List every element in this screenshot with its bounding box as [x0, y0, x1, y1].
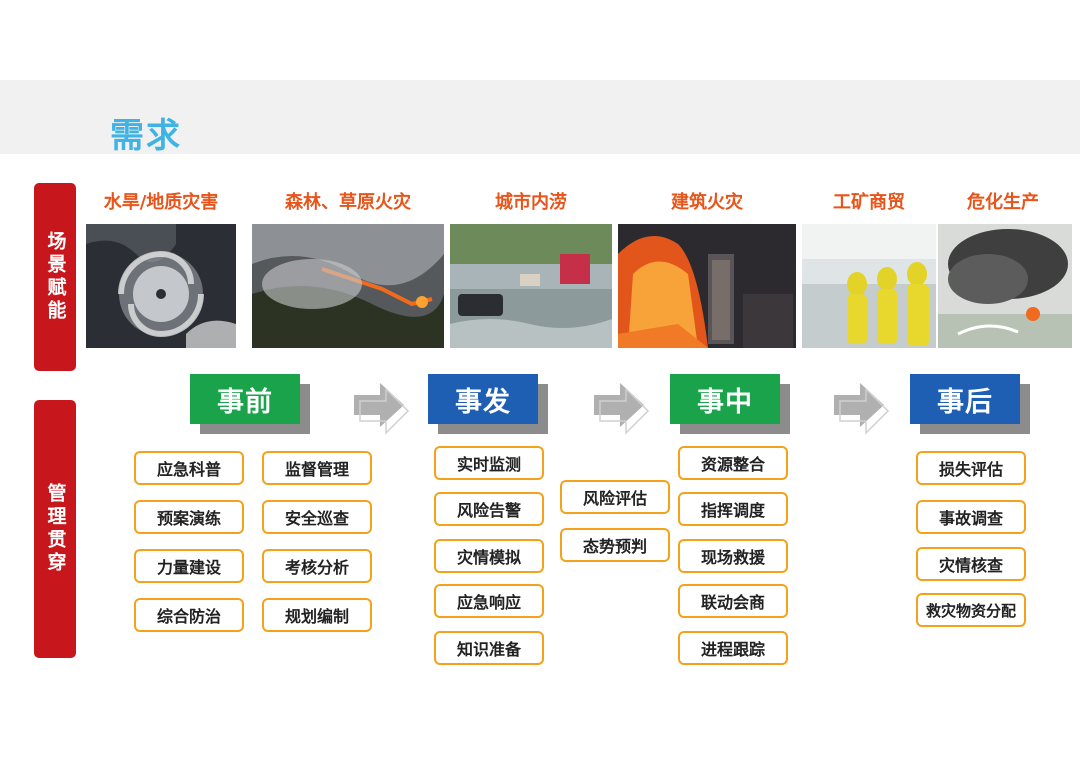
scenario-title-urban-flood: 城市内涝 — [450, 188, 612, 214]
assess-item-risk-evaluation: 风险评估 — [560, 480, 670, 514]
scenario-title-forest-fire: 森林、草原火灾 — [252, 188, 444, 214]
after-item-accident-investigation: 事故调查 — [916, 500, 1026, 534]
scenario-title-industry: 工矿商贸 — [802, 188, 936, 214]
arrow-right-icon — [346, 373, 410, 437]
phase-during: 事中 — [670, 374, 780, 424]
occur-item-risk-alert: 风险告警 — [434, 492, 544, 526]
before-item-comprehensive-prevention: 综合防治 — [134, 598, 244, 632]
phase-before: 事前 — [190, 374, 300, 424]
after-item-loss-assessment: 损失评估 — [916, 451, 1026, 485]
assess-item-situation-forecast: 态势预判 — [560, 528, 670, 562]
during-item-joint-consultation: 联动会商 — [678, 584, 788, 618]
scenario-title-building-fire: 建筑火灾 — [618, 188, 796, 214]
occur-item-emergency-response: 应急响应 — [434, 584, 544, 618]
occur-item-disaster-simulation: 灾情模拟 — [434, 539, 544, 573]
before-item-safety-patrol: 安全巡查 — [262, 500, 372, 534]
chemical-fire-image — [938, 224, 1072, 348]
after-item-disaster-verification: 灾情核查 — [916, 547, 1026, 581]
page-title: 需求 — [110, 108, 182, 157]
before-item-supervision: 监督管理 — [262, 451, 372, 485]
hazmat-workers-image — [802, 224, 936, 348]
arrow-right-icon — [586, 373, 650, 437]
urban-flood-image — [450, 224, 612, 348]
phase-occur: 事发 — [428, 374, 538, 424]
before-item-science-popularization: 应急科普 — [134, 451, 244, 485]
scenario-title-hazchem: 危化生产 — [938, 188, 1068, 214]
building-fire-image — [618, 224, 796, 348]
after-item-relief-distribution: 救灾物资分配 — [916, 593, 1026, 627]
during-item-resource-integration: 资源整合 — [678, 446, 788, 480]
during-item-progress-tracking: 进程跟踪 — [678, 631, 788, 665]
side-label-management: 管理贯穿 — [34, 400, 76, 658]
occur-item-knowledge-prep: 知识准备 — [434, 631, 544, 665]
during-item-command-dispatch: 指挥调度 — [678, 492, 788, 526]
side-label-scene: 场景赋能 — [34, 183, 76, 371]
before-item-force-building: 力量建设 — [134, 549, 244, 583]
during-item-on-site-rescue: 现场救援 — [678, 539, 788, 573]
before-item-plan-drill: 预案演练 — [134, 500, 244, 534]
before-item-planning: 规划编制 — [262, 598, 372, 632]
scenario-title-water-geo: 水旱/地质灾害 — [86, 188, 236, 214]
phase-after: 事后 — [910, 374, 1020, 424]
arrow-right-icon — [826, 373, 890, 437]
typhoon-satellite-image — [86, 224, 236, 348]
occur-item-monitoring: 实时监测 — [434, 446, 544, 480]
before-item-assessment-analysis: 考核分析 — [262, 549, 372, 583]
forest-fire-image — [252, 224, 444, 348]
